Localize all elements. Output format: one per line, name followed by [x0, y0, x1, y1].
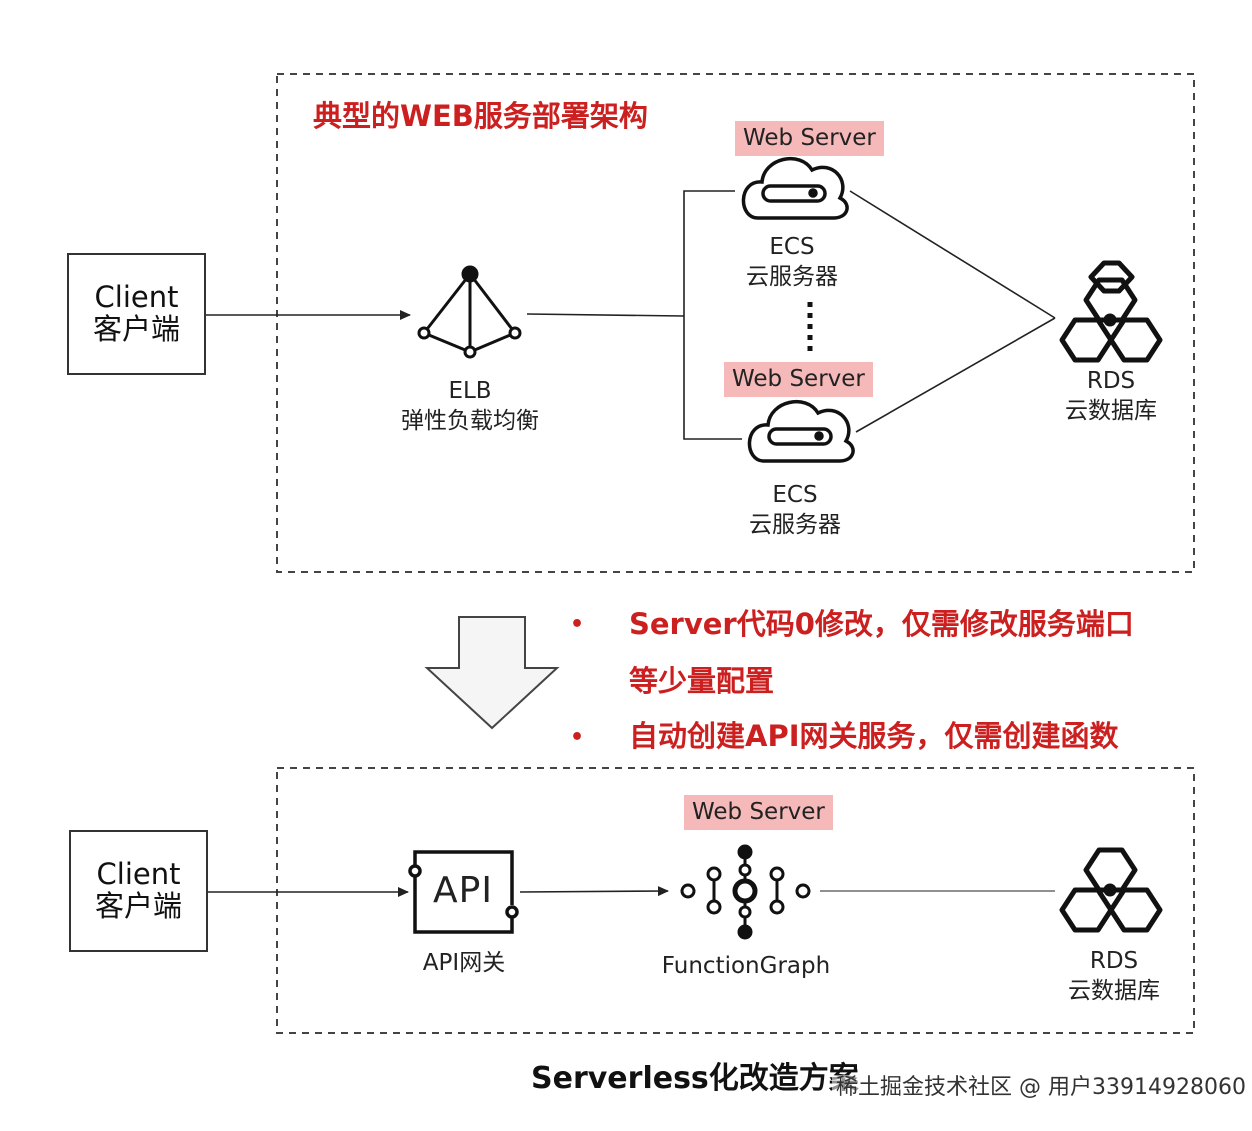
- ecs-bracket: [683, 190, 742, 440]
- api-icon-text: API: [433, 870, 493, 911]
- api-icon: [408, 850, 519, 934]
- rds-bottom-label: RDS 云数据库: [1068, 950, 1160, 1010]
- client-bottom-label-cn: 客户端: [94, 889, 182, 923]
- rds-bottom-desc: 云数据库: [1068, 978, 1160, 1004]
- elb-desc: 弹性负载均衡: [401, 408, 539, 434]
- ecs-bottom-to-rds-line: [855, 317, 1056, 433]
- web-server-badge-bottom: Web Server: [724, 362, 873, 397]
- note-item1-line2: 等少量配置: [629, 664, 775, 698]
- ecs-bottom-label: ECS 云服务器: [749, 484, 841, 544]
- elb-name: ELB: [448, 378, 492, 404]
- rds-bottom-icon: [1059, 847, 1163, 933]
- ecs-top-cloud-icon: [741, 156, 849, 220]
- client-box-top: Client 客户端: [67, 253, 206, 375]
- ecs-bottom-cloud-icon: [747, 399, 855, 463]
- client-label-cn: 客户端: [92, 312, 180, 346]
- functiongraph-icon: [680, 844, 811, 940]
- client-label-en: Client: [94, 280, 179, 315]
- diagram-caption: Serverless化改造方案: [531, 1061, 859, 1096]
- client-bottom-label-en: Client: [96, 857, 181, 892]
- rds-top-label: RDS 云数据库: [1065, 370, 1157, 430]
- watermark: 稀土掘金技术社区 @ 用户33914928060: [832, 1075, 1250, 1101]
- elb-icon: [417, 265, 522, 359]
- ecs-top-name: ECS: [769, 234, 815, 260]
- client-box-bottom: Client 客户端: [69, 830, 208, 952]
- bottom-frame: [276, 767, 1195, 1034]
- ecs-top-desc: 云服务器: [746, 264, 838, 290]
- ecs-bottom-desc: 云服务器: [749, 512, 841, 538]
- ecs-bottom-name: ECS: [772, 482, 818, 508]
- ecs-top-to-rds-line: [849, 190, 1056, 319]
- top-frame: [276, 73, 1195, 573]
- note-bullet-1: •: [570, 612, 585, 637]
- transition-down-arrow: [424, 616, 560, 730]
- note-item2: 自动创建API网关服务，仅需创建函数: [629, 719, 1119, 753]
- ecs-top-label: ECS 云服务器: [746, 236, 838, 296]
- rds-top-icon: [1059, 260, 1163, 363]
- web-server-badge-top: Web Server: [735, 121, 884, 156]
- api-to-function-arrow: [519, 886, 669, 897]
- functiongraph-label: FunctionGraph: [661, 953, 831, 979]
- rds-bottom-name: RDS: [1089, 948, 1139, 974]
- rds-top-desc: 云数据库: [1065, 398, 1157, 424]
- note-bullet-2: •: [570, 725, 585, 750]
- rds-top-name: RDS: [1086, 368, 1136, 394]
- elb-label: ELB 弹性负载均衡: [401, 380, 539, 440]
- api-gateway-label: API网关: [422, 950, 506, 976]
- elb-to-ecs-connector: [526, 313, 685, 317]
- note-item1-line1: Server代码0修改，仅需修改服务端口: [629, 607, 1134, 641]
- top-section-title: 典型的WEB服务部署架构: [313, 99, 648, 133]
- web-server-badge-function: Web Server: [684, 795, 833, 830]
